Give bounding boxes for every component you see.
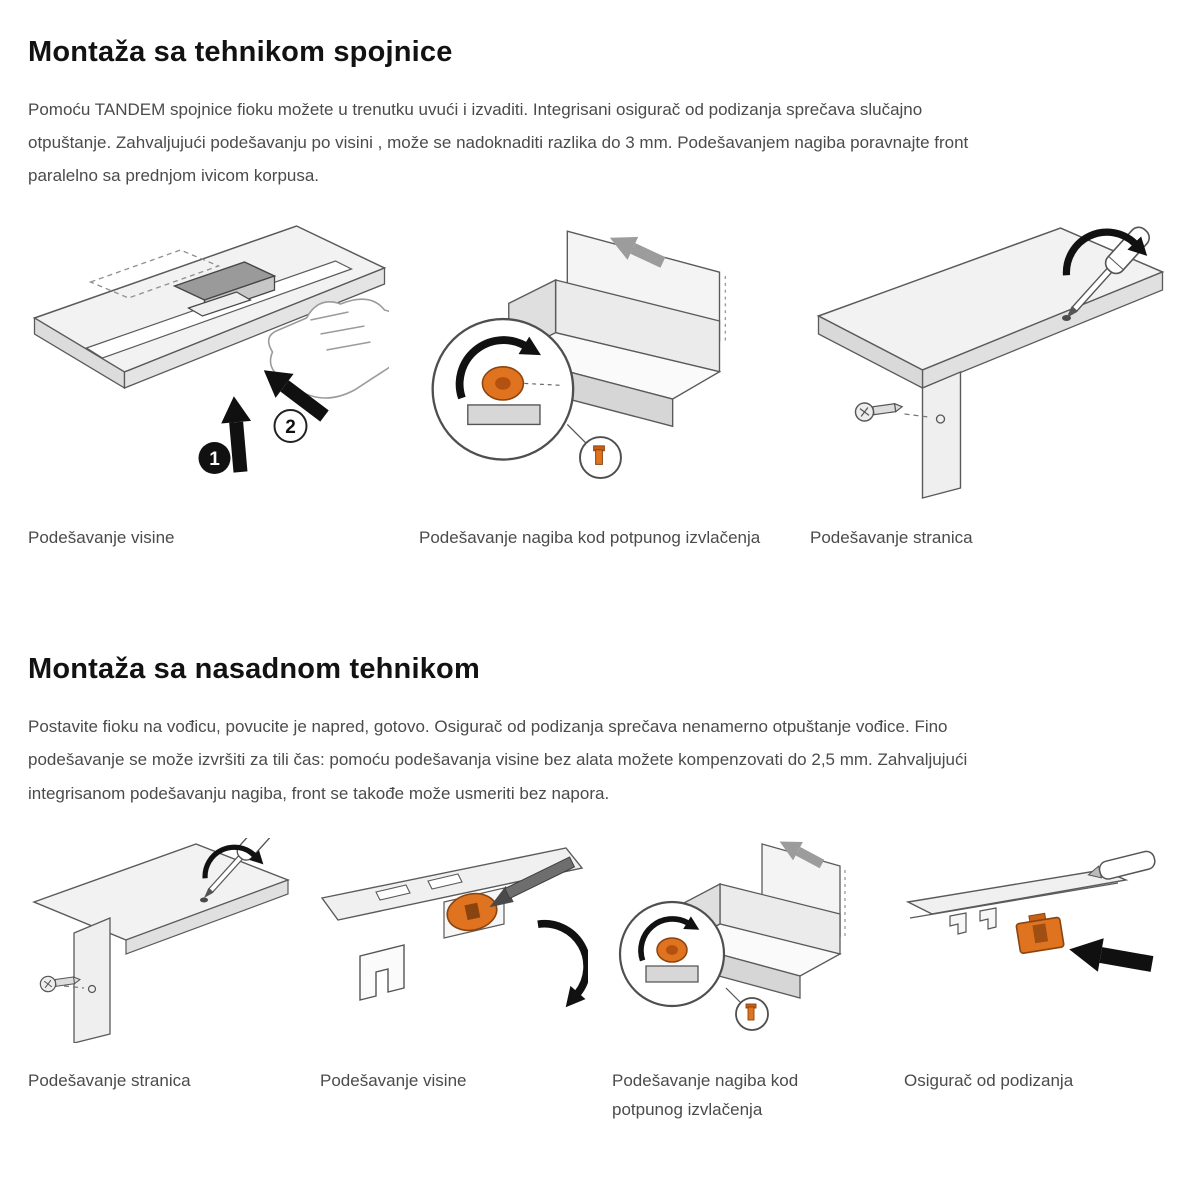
hand-icon <box>267 298 389 400</box>
figure-caption: Podešavanje visine <box>28 528 175 548</box>
rail-hooks-icon <box>949 907 997 935</box>
drawer-magnifier-small-illustration <box>612 837 880 1043</box>
figure-caption: Podešavanje nagiba kod potpunog izvlačen… <box>612 1070 799 1119</box>
screw-icon <box>854 402 904 423</box>
svg-text:1: 1 <box>209 449 220 470</box>
rotation-arrow-icon <box>202 844 264 879</box>
drawer-magnifier-icon <box>431 230 727 480</box>
figure-caption: Podešavanje visine <box>320 1070 467 1090</box>
step-marker-1: 1 <box>198 442 231 475</box>
figure-row-1: 1 2 Podešavanje visine <box>28 220 1172 553</box>
rotation-arrow-icon <box>537 919 588 1008</box>
arrow-up-left-icon <box>263 370 329 423</box>
figure-height-adjustment-2: Podešavanje visine <box>320 837 588 1096</box>
figure-side-adjustment-2: Podešavanje stranica <box>28 837 296 1096</box>
figure-height-adjustment: 1 2 Podešavanje visine <box>28 220 389 553</box>
rail-wheel-icon <box>320 846 588 1008</box>
screw-icon <box>39 975 82 992</box>
section-clip-on-technique: Montaža sa nasadnom tehnikom Postavite f… <box>28 653 1172 1124</box>
section-description: Postavite fioku na vođicu, povucite je n… <box>28 717 968 803</box>
rotation-arrow-icon <box>1062 229 1148 276</box>
lift-lock-illustration <box>904 837 1172 1043</box>
figure-tilt-adjustment: Podešavanje nagiba kod potpunog izvlačen… <box>419 220 780 553</box>
insert-direction-arrow-icon <box>609 237 666 269</box>
rail-wheel-illustration <box>320 837 588 1043</box>
figure-tilt-adjustment-2: Podešavanje nagiba kod potpunog izvlačen… <box>612 837 880 1125</box>
section-title: Montaža sa tehnikom spojnice <box>28 36 453 68</box>
cabinet-screwdriver-icon <box>816 226 1165 500</box>
cabinet-screwdriver-illustration <box>810 220 1171 501</box>
rotation-arrow-icon <box>455 336 541 400</box>
section-coupling-technique: Montaža sa tehnikom spojnice Pomoću TAND… <box>28 36 1172 553</box>
figure-caption: Podešavanje stranica <box>810 528 973 548</box>
drawer-magnifier-small-icon <box>618 841 846 1031</box>
figure-side-adjustment: Podešavanje stranica <box>810 220 1171 553</box>
section-description: Pomoću TANDEM spojnice fioku možete u tr… <box>28 100 969 186</box>
drawer-underside-illustration: 1 2 <box>28 220 389 501</box>
detail-circle <box>735 996 769 1031</box>
instruction-page: Montaža sa tehnikom spojnice Pomoću TAND… <box>28 36 1172 1124</box>
drawer-underside-latch-icon: 1 2 <box>32 225 389 475</box>
figure-caption: Podešavanje stranica <box>28 1070 191 1090</box>
latch-tool-icon <box>1087 850 1156 880</box>
figure-caption: Osigurač od podizanja <box>904 1070 1074 1090</box>
orange-adjustment-wheel-icon <box>446 892 498 931</box>
figure-lift-lock: Osigurač od podizanja <box>904 837 1172 1096</box>
section-title: Montaža sa nasadnom tehnikom <box>28 653 480 686</box>
push-arrow-icon <box>1069 937 1154 972</box>
rotation-arrow-icon <box>638 915 700 962</box>
panel-screwdriver-illustration <box>28 837 296 1043</box>
drawer-magnifier-illustration <box>419 220 780 501</box>
lift-lock-icon <box>905 850 1156 972</box>
driver-bit-icon <box>489 856 576 907</box>
magnifier-circle <box>618 900 726 1007</box>
step-marker-2: 2 <box>273 409 308 444</box>
orange-lock-clip-icon <box>1015 912 1065 954</box>
screwdriver-icon <box>1066 226 1150 319</box>
mounting-clip-icon <box>359 943 405 1001</box>
figure-caption: Podešavanje nagiba kod potpunog izvlačen… <box>419 528 761 548</box>
insert-direction-arrow-icon <box>779 841 825 868</box>
magnifier-circle <box>431 318 575 462</box>
figure-row-2: Podešavanje stranica <box>28 837 1172 1125</box>
detail-circle <box>579 436 622 480</box>
svg-text:2: 2 <box>285 417 296 438</box>
panel-screwdriver-icon <box>32 837 290 1043</box>
arrow-up-icon <box>221 396 252 474</box>
